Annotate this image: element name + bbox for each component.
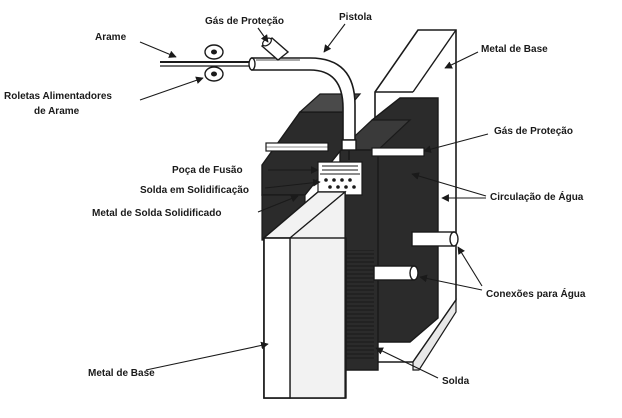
label-metal-solda-solidificado: Metal de Solda Solidificado: [92, 208, 221, 219]
arrow-solidificado: [257, 194, 299, 213]
label-solda-solidificacao: Solda em Solidificação: [140, 185, 249, 196]
arrow-metal-base-bottom: [145, 341, 269, 371]
arrow-metal-base-top: [444, 51, 479, 69]
arrow-gas-right: [423, 133, 489, 153]
arrow-conex-2: [419, 274, 483, 291]
label-circulacao-agua: Circulação de Água: [490, 190, 584, 203]
gas-pipe-right: [371, 147, 425, 157]
label-poca-fusao: Poça de Fusão: [172, 165, 243, 176]
label-gas-protecao-right: Gás de Proteção: [494, 126, 573, 137]
label-pistola: Pistola: [339, 12, 372, 23]
leader-lines: [139, 23, 489, 379]
arrow-conex-1: [457, 246, 483, 287]
arrow-arame: [139, 41, 177, 58]
water-connection-upper: [411, 231, 459, 247]
arrow-solidificacao: [264, 178, 321, 189]
gas-inlet-nozzle: [260, 37, 290, 61]
label-arame: Arame: [95, 32, 127, 43]
welding-gun: [248, 57, 357, 160]
labels: Arame Gás de Proteção Pistola Metal de B…: [4, 12, 586, 387]
arrow-circ-1: [411, 172, 487, 197]
gas-pipe-left: [265, 142, 329, 152]
arrow-roletas: [139, 76, 204, 101]
label-roletas-2: de Arame: [34, 106, 80, 117]
label-gas-protecao-top: Gás de Proteção: [205, 16, 284, 27]
arrow-solda: [375, 347, 439, 379]
label-metal-base-top: Metal de Base: [481, 44, 548, 55]
water-connection-lower: [373, 265, 419, 281]
label-metal-base-bottom: Metal de Base: [88, 368, 155, 379]
feed-rollers: [204, 44, 224, 82]
arrow-gas-top: [257, 27, 269, 43]
label-roletas-1: Roletas Alimentadores: [4, 91, 112, 102]
label-solda: Solda: [442, 376, 470, 387]
label-conexoes-agua: Conexões para Água: [486, 287, 586, 300]
wire-feed: [160, 61, 252, 67]
arrow-pistola: [323, 23, 346, 53]
front-base-plate: [262, 190, 347, 399]
weld-pool-zone: [317, 161, 363, 196]
